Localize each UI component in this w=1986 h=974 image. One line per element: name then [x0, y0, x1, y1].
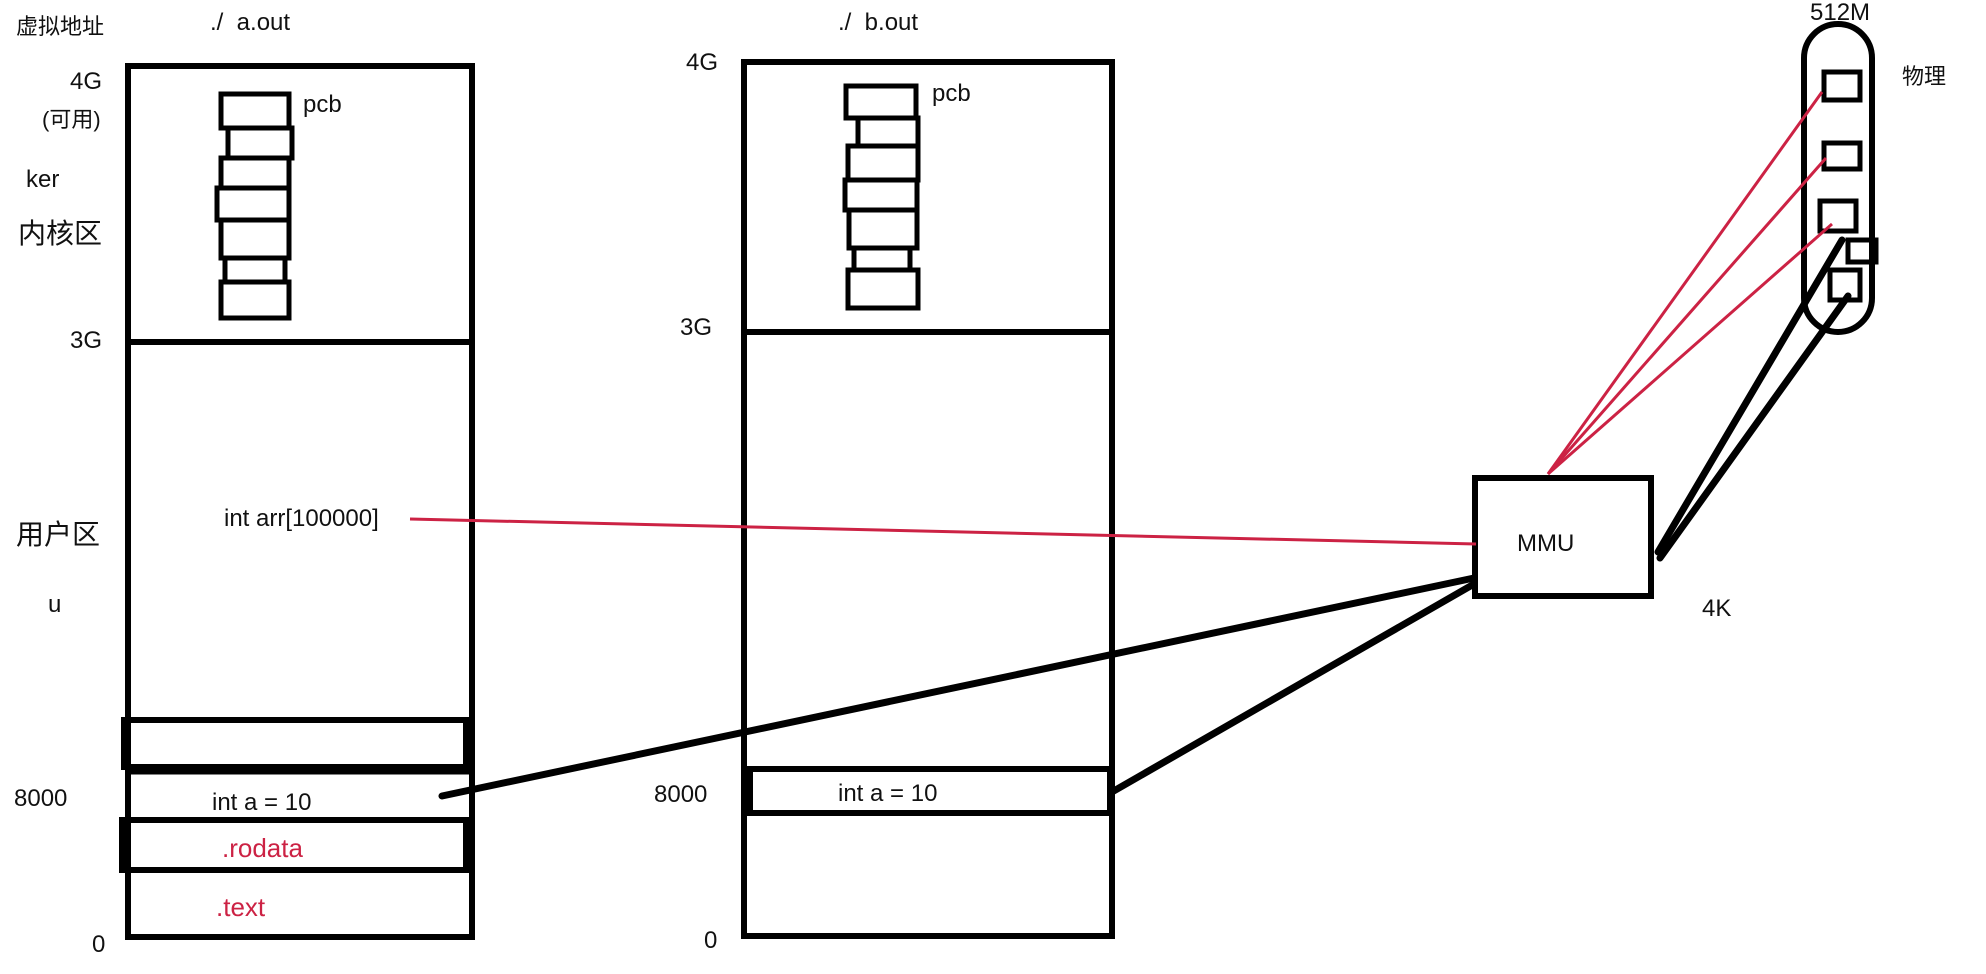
mmu-label: MMU [1517, 530, 1574, 557]
tick-0-b: 0 [704, 927, 717, 954]
process-a-var-decl: int a = 10 [212, 789, 311, 816]
process-b-pcb-label: pcb [932, 80, 971, 107]
process-a-pcb-stack [214, 91, 295, 321]
black-mapping-lines [438, 236, 1852, 800]
tick-3g-a: 3G [70, 327, 102, 354]
page-size-label: 4K [1702, 595, 1731, 622]
mmu-box [1472, 475, 1654, 599]
process-a-title: ./ a.out [210, 9, 290, 36]
tick-8000-b: 8000 [654, 781, 707, 808]
kernel-label-en: ker [26, 166, 59, 193]
process-a-address-space [125, 63, 475, 940]
red-mapping-lines [409, 91, 1833, 546]
tick-3g-b: 3G [680, 314, 712, 341]
tick-0-a: 0 [92, 931, 105, 958]
process-b-address-space [741, 59, 1115, 939]
process-b-pcb-stack [842, 83, 921, 311]
process-a-rodata-block [119, 817, 469, 873]
process-a-pcb-label: pcb [303, 91, 342, 118]
user-label-cn: 用户区 [16, 519, 100, 550]
user-label-en: u [48, 591, 61, 618]
physical-title: 物理 [1902, 64, 1946, 89]
process-a-rodata-label: .rodata [222, 833, 303, 863]
process-a-text-label: .text [216, 892, 266, 922]
tick-4g-note: (可用) [42, 107, 101, 132]
process-b-var-decl: int a = 10 [838, 780, 937, 807]
process-a-heap-block [121, 717, 469, 770]
tick-4g-a: 4G [70, 68, 102, 95]
process-b-title: ./ b.out [838, 9, 918, 36]
kernel-label-cn: 内核区 [18, 218, 102, 249]
tick-4g-b: 4G [686, 49, 718, 76]
virtual-address-label: 虚拟地址 [16, 14, 104, 39]
physical-memory-capsule [1801, 21, 1875, 335]
tick-8000-a: 8000 [14, 785, 67, 812]
process-a-array-decl: int arr[100000] [224, 505, 379, 532]
